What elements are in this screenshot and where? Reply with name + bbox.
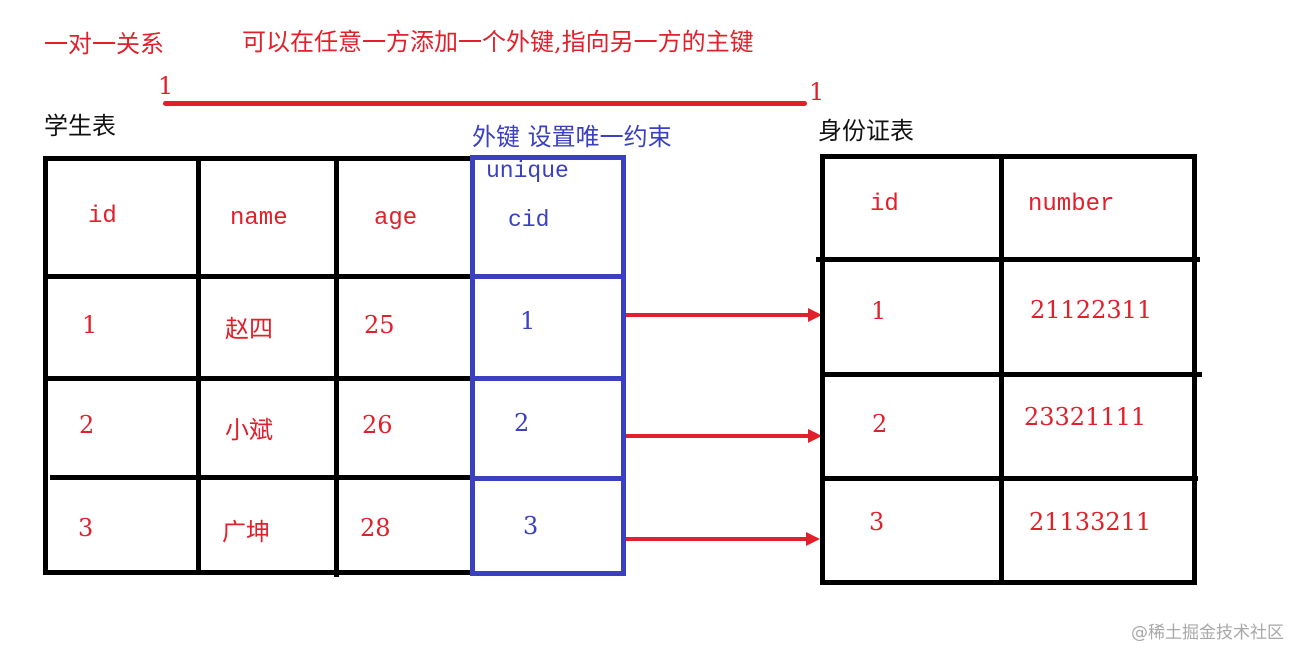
fk-border — [470, 155, 475, 576]
grid-line — [44, 376, 474, 381]
student-col-id: id — [88, 203, 117, 230]
right-cardinality: 1 — [809, 78, 825, 106]
grid-line — [821, 154, 1197, 159]
watermark: @稀土掘金技术社区 — [1131, 623, 1284, 643]
fk-border — [471, 571, 626, 576]
grid-line — [44, 274, 474, 279]
student-col-name: name — [230, 205, 288, 232]
student-col-age: age — [374, 205, 418, 232]
student-cell: 26 — [362, 411, 393, 439]
grid-line — [43, 156, 48, 575]
arrow-head-icon — [808, 429, 822, 443]
fk-col-cid: cid — [508, 207, 550, 233]
relationship-line — [163, 101, 807, 106]
grid-line — [50, 475, 474, 480]
fk-cell: 3 — [523, 512, 539, 540]
fk-border — [471, 155, 626, 160]
fk-border — [471, 274, 626, 279]
idcard-cell: 23321111 — [1024, 403, 1147, 431]
fk-cell: 1 — [520, 307, 536, 335]
idcard-table-title: 身份证表 — [818, 117, 914, 145]
foreign-key-caption: 外键 设置唯一约束 — [472, 123, 672, 151]
fk-border — [621, 155, 626, 576]
grid-line — [196, 156, 201, 575]
grid-line — [1192, 154, 1197, 585]
grid-line — [821, 580, 1197, 585]
fk-arrow — [626, 313, 808, 317]
student-cell: 2 — [79, 411, 95, 439]
grid-line — [999, 154, 1004, 585]
student-cell: 小斌 — [225, 416, 273, 444]
unique-constraint-label: unique — [486, 158, 569, 184]
fk-arrow — [626, 434, 808, 438]
grid-line — [821, 476, 1198, 481]
relation-type-label: 一对一关系 — [44, 30, 164, 58]
fk-border — [471, 476, 626, 481]
idcard-cell: 3 — [869, 508, 885, 536]
idcard-col-id: id — [870, 191, 899, 218]
arrow-head-icon — [806, 532, 820, 546]
student-cell: 3 — [78, 514, 94, 542]
idcard-col-number: number — [1028, 191, 1115, 218]
arrow-head-icon — [808, 308, 822, 322]
idcard-cell: 21122311 — [1030, 296, 1153, 324]
student-cell: 28 — [360, 514, 391, 542]
grid-line — [820, 154, 825, 585]
fk-arrow — [626, 537, 806, 541]
idcard-cell: 1 — [871, 297, 887, 325]
student-table-title: 学生表 — [44, 112, 116, 140]
grid-line — [821, 372, 1202, 377]
fk-border — [471, 376, 626, 381]
student-cell: 25 — [364, 311, 395, 339]
left-cardinality: 1 — [158, 72, 174, 100]
student-cell: 广坤 — [222, 518, 270, 546]
fk-cell: 2 — [514, 409, 530, 437]
relation-description: 可以在任意一方添加一个外键,指向另一方的主键 — [242, 28, 754, 56]
student-cell: 赵四 — [225, 315, 273, 343]
grid-line — [334, 156, 339, 577]
student-cell: 1 — [82, 311, 98, 339]
grid-line — [816, 257, 1200, 262]
idcard-cell: 2 — [872, 410, 888, 438]
grid-line — [44, 156, 474, 161]
grid-line — [44, 570, 474, 575]
idcard-cell: 21133211 — [1029, 508, 1152, 536]
